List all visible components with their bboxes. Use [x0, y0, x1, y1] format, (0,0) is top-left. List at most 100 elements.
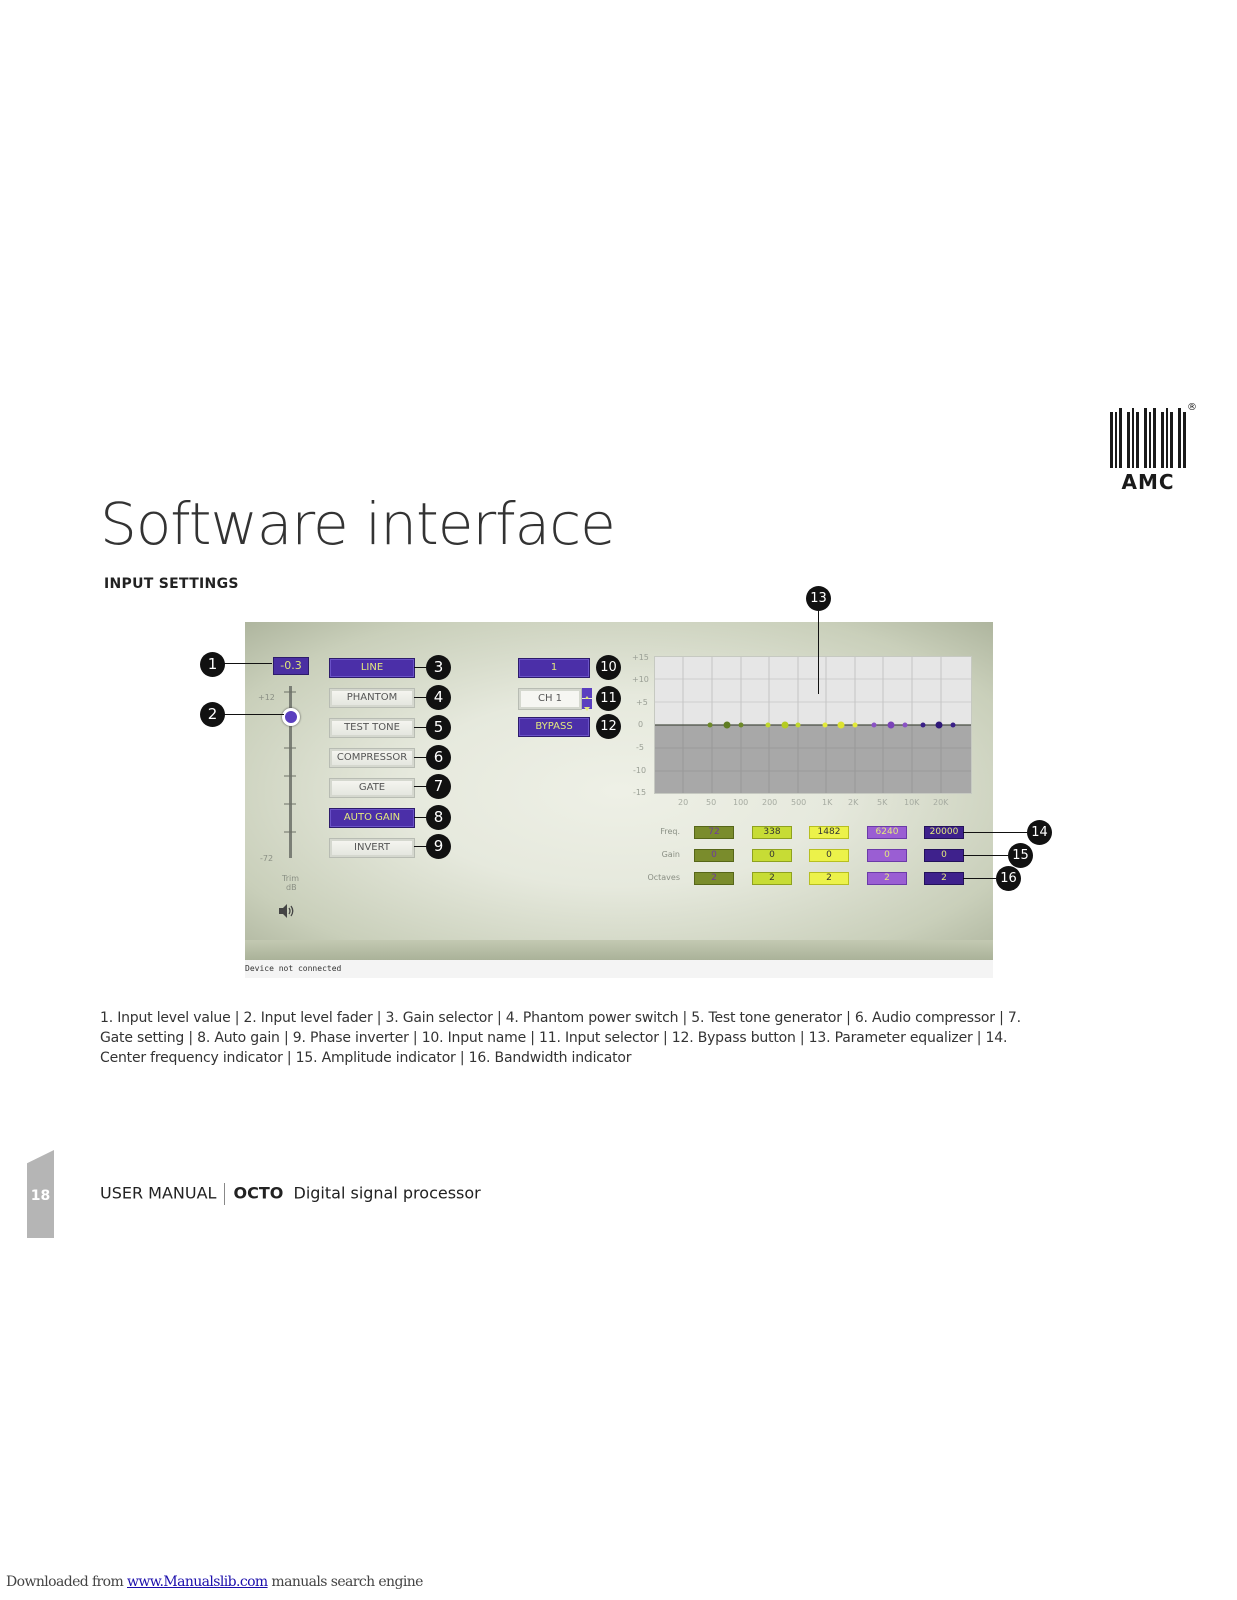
callout-line-9 [414, 846, 430, 847]
section-subtitle: INPUT SETTINGS [104, 576, 239, 592]
amc-logo: AMC ® [1110, 402, 1197, 494]
freq-band-4[interactable]: 6240 [867, 826, 907, 839]
input-name-field[interactable]: 1 [518, 658, 590, 678]
logo-text: AMC [1121, 470, 1175, 494]
page-number: 18 [30, 1188, 51, 1204]
callout-line-14 [963, 832, 1027, 833]
speaker-icon[interactable] [277, 903, 297, 919]
input-selector-up-icon[interactable] [582, 688, 592, 700]
eq-x-label: 50 [706, 798, 717, 807]
footer-separator [224, 1183, 226, 1205]
footer-product-desc: Digital signal processor [293, 1183, 481, 1203]
callout-7: 7 [426, 774, 451, 799]
page-tab [27, 1150, 54, 1238]
callout-3: 3 [426, 655, 451, 680]
freq-band-3[interactable]: 1482 [809, 826, 849, 839]
gain-selector-line-button[interactable]: LINE [329, 658, 415, 678]
octaves-label: Octaves [647, 873, 680, 882]
eq-x-label: 20K [933, 798, 949, 807]
gain-band-3[interactable]: 0 [809, 849, 849, 862]
panel-bottom-strip [245, 940, 993, 960]
callout-line-2 [224, 714, 284, 715]
fader-top-label: +12 [258, 693, 275, 702]
eq-y-label: 0 [638, 720, 644, 729]
eq-x-label: 500 [791, 798, 807, 807]
logo-bars-icon [1110, 408, 1186, 468]
callout-line-16 [963, 878, 996, 879]
status-bar: Device not connected [245, 960, 993, 978]
callout-8: 8 [426, 805, 451, 830]
fader-trim-label: Trim [282, 874, 300, 883]
eq-y-label: -10 [633, 766, 647, 775]
octaves-band-5[interactable]: 2 [924, 872, 964, 885]
callout-14: 14 [1027, 820, 1052, 845]
freq-band-1[interactable]: 72 [694, 826, 734, 839]
input-selector-field[interactable]: CH 1 [518, 688, 582, 710]
callout-9: 9 [426, 834, 451, 859]
eq-y-label: -15 [633, 788, 647, 797]
octaves-band-2[interactable]: 2 [752, 872, 792, 885]
eq-y-label: +10 [632, 675, 649, 684]
callout-10: 10 [596, 655, 621, 680]
callout-line-13 [818, 611, 819, 694]
callout-6: 6 [426, 745, 451, 770]
source-prefix: Downloaded from [6, 1574, 127, 1590]
callout-line-5 [414, 727, 430, 728]
input-level-fader-knob[interactable] [282, 708, 300, 726]
callout-line-15 [963, 855, 1008, 856]
source-suffix: manuals search engine [267, 1574, 423, 1590]
eq-y-label: +15 [632, 653, 649, 662]
callout-15: 15 [1008, 843, 1033, 868]
callout-12: 12 [596, 714, 621, 739]
footer-manual: USER MANUAL [100, 1183, 217, 1203]
parameter-equalizer[interactable] [654, 656, 972, 794]
eq-x-label: 5K [877, 798, 888, 807]
freq-label: Freq. [660, 827, 680, 836]
bypass-button[interactable]: BYPASS [518, 717, 590, 737]
octaves-band-3[interactable]: 2 [809, 872, 849, 885]
callout-line-1 [224, 663, 272, 664]
eq-x-label: 1K [822, 798, 833, 807]
callout-2: 2 [200, 702, 225, 727]
input-level-value[interactable]: -0.3 [273, 657, 309, 675]
compressor-button[interactable]: COMPRESSOR [329, 748, 415, 768]
octaves-band-1[interactable]: 2 [694, 872, 734, 885]
callout-line-7 [414, 786, 430, 787]
octaves-band-4[interactable]: 2 [867, 872, 907, 885]
callout-13: 13 [806, 586, 831, 611]
auto-gain-button[interactable]: AUTO GAIN [329, 808, 415, 828]
gain-band-2[interactable]: 0 [752, 849, 792, 862]
input-level-fader-track[interactable] [289, 686, 292, 858]
gate-button[interactable]: GATE [329, 778, 415, 798]
fader-unit-label: dB [286, 883, 297, 892]
test-tone-button[interactable]: TEST TONE [329, 718, 415, 738]
gain-label: Gain [661, 850, 680, 859]
freq-band-5[interactable]: 20000 [924, 826, 964, 839]
eq-band-points[interactable] [655, 657, 971, 793]
eq-x-label: 200 [762, 798, 778, 807]
figure-caption: 1. Input level value | 2. Input level fa… [100, 1010, 1021, 1066]
callout-line-4 [414, 697, 430, 698]
footer-product: OCTO [233, 1183, 284, 1203]
freq-band-2[interactable]: 338 [752, 826, 792, 839]
page-title: Software interface [100, 490, 616, 558]
eq-lower-area [655, 725, 971, 793]
source-line: Downloaded from www.Manualslib.com manua… [6, 1574, 423, 1590]
eq-x-label: 20 [678, 798, 689, 807]
registered-mark: ® [1187, 402, 1197, 413]
callout-line-8 [414, 817, 430, 818]
callout-16: 16 [996, 866, 1021, 891]
eq-y-label: +5 [636, 698, 648, 707]
fader-bottom-label: -72 [260, 854, 274, 863]
phantom-power-button[interactable]: PHANTOM [329, 688, 415, 708]
source-link[interactable]: www.Manualslib.com [127, 1574, 268, 1590]
eq-upper-area [655, 657, 971, 725]
gain-band-4[interactable]: 0 [867, 849, 907, 862]
eq-x-label: 2K [848, 798, 859, 807]
eq-x-label: 100 [733, 798, 749, 807]
eq-y-label: -5 [636, 743, 644, 752]
input-selector-down-icon[interactable] [582, 699, 592, 711]
gain-band-1[interactable]: 0 [694, 849, 734, 862]
gain-band-5[interactable]: 0 [924, 849, 964, 862]
invert-button[interactable]: INVERT [329, 838, 415, 858]
